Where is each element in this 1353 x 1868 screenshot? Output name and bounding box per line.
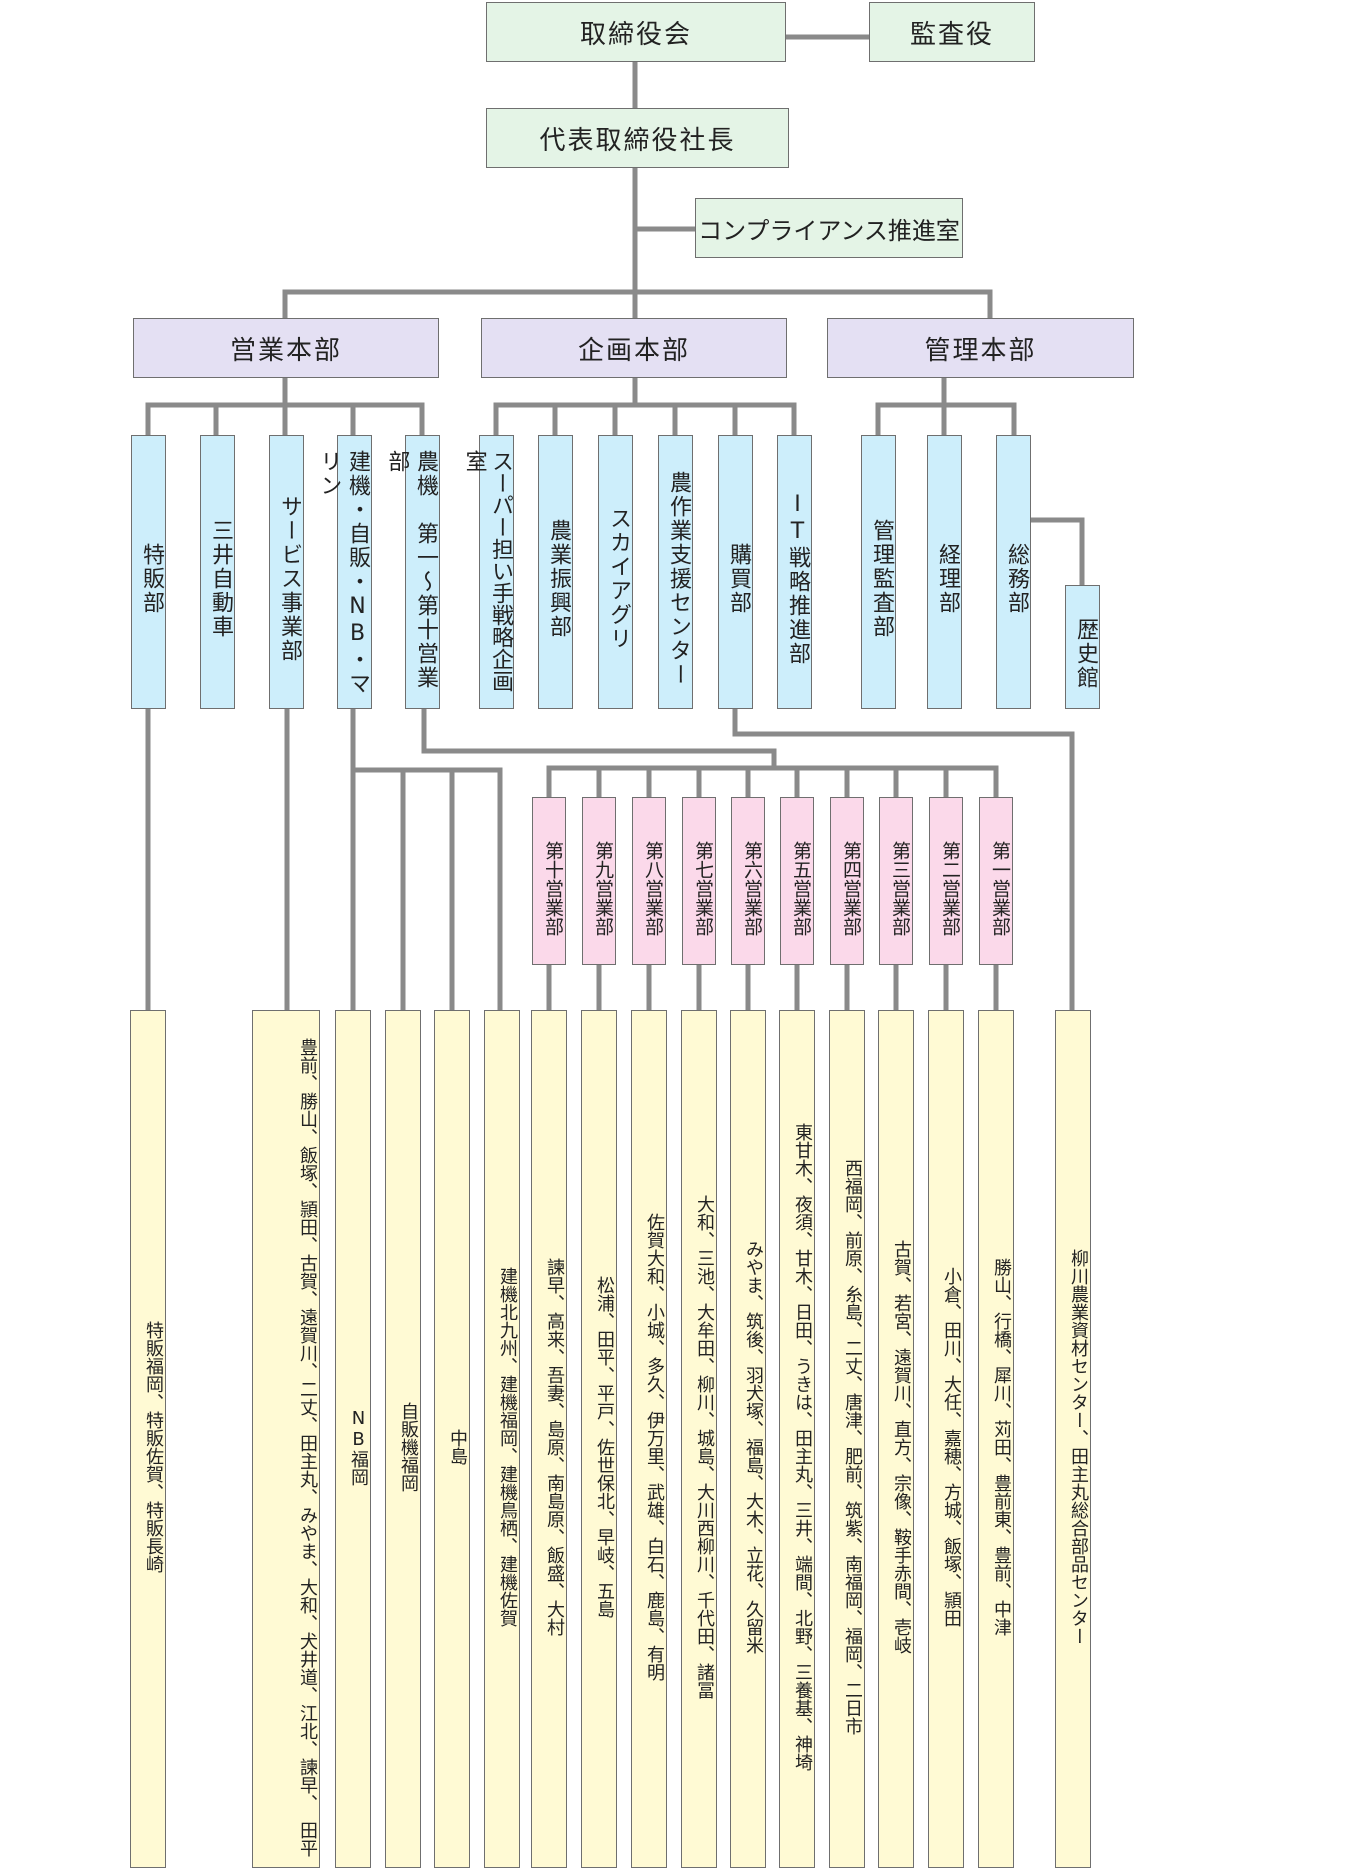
dept-service[interactable]: サービス事業部 xyxy=(269,435,304,709)
eigyo-dept-4[interactable]: 第四営業部 xyxy=(830,797,864,965)
line-division-bus xyxy=(282,289,993,318)
branch-eigyo-3[interactable]: 古賀、若宮、遠賀川、直方、宗像、鞍手赤間、壱岐 xyxy=(878,1010,914,1868)
eigyo-dept-10[interactable]: 第十営業部 xyxy=(532,797,566,965)
branch-tokuhan[interactable]: 特販福岡、特販佐賀、特販長崎 xyxy=(130,1010,166,1868)
branch-nb[interactable]: NB福岡 xyxy=(335,1010,371,1868)
dept-kenki[interactable]: 建機・自販・NB・マリン xyxy=(316,435,372,709)
dept-nogyo[interactable]: 農業振興部 xyxy=(538,435,573,709)
branch-eigyo-9[interactable]: 松浦、田平、平戸、佐世保北、早岐、五島 xyxy=(581,1010,617,1868)
eigyo-dept-3[interactable]: 第三営業部 xyxy=(879,797,913,965)
branch-service[interactable]: 豊前、勝山、飯塚、頴田、古賀、遠賀川、二丈、田主丸、みやま、大和、犬井道、江北、… xyxy=(252,1010,320,1868)
eigyo-branch-drops xyxy=(546,965,999,1010)
branch-eigyo-6[interactable]: みやま、筑後、羽犬塚、福島、大木、立花、久留米 xyxy=(730,1010,766,1868)
branch-yanagawa[interactable]: 柳川農業資材センター、田主丸総合部品センター xyxy=(1055,1010,1091,1868)
eigyo-dept-1[interactable]: 第一営業部 xyxy=(979,797,1013,965)
eigyo-dept-5[interactable]: 第五営業部 xyxy=(780,797,814,965)
line-noki xyxy=(421,708,777,768)
eigyo-dept-9[interactable]: 第九営業部 xyxy=(582,797,616,965)
eigyo-dept-8[interactable]: 第八営業部 xyxy=(632,797,666,965)
dept-mitsui[interactable]: 三井自動車 xyxy=(200,435,235,709)
line-planning-bus xyxy=(493,402,797,435)
auditor-box[interactable]: 監査役 xyxy=(869,2,1035,62)
compliance-box[interactable]: コンプライアンス推進室 xyxy=(695,198,963,258)
dept-keiri[interactable]: 経理部 xyxy=(927,435,962,709)
planning-division[interactable]: 企画本部 xyxy=(481,318,787,378)
eigyo-drops xyxy=(546,768,999,797)
eigyo-dept-2[interactable]: 第二営業部 xyxy=(929,797,963,965)
eigyo-dept-7[interactable]: 第七営業部 xyxy=(682,797,716,965)
dept-super[interactable]: スーパー担い手戦略企画室 xyxy=(462,435,514,709)
branch-eigyo-8[interactable]: 佐賀大和、小城、多久、伊万里、武雄、白石、鹿島、有明 xyxy=(631,1010,667,1868)
line-eigyo-bus xyxy=(546,765,999,797)
dept-kobai[interactable]: 購買部 xyxy=(718,435,753,709)
admin-division[interactable]: 管理本部 xyxy=(827,318,1134,378)
branch-jihan[interactable]: 自販機福岡 xyxy=(385,1010,421,1868)
dept-kansa[interactable]: 管理監査部 xyxy=(861,435,896,709)
dept-somu[interactable]: 総務部 xyxy=(996,435,1031,709)
dept-skyagri[interactable]: スカイアグリ xyxy=(598,435,633,709)
line-kobai xyxy=(732,708,1075,1010)
branch-eigyo-5[interactable]: 東甘木、夜須、甘木、日田、うきは、田主丸、三井、端間、北野、三養基、神埼 xyxy=(779,1010,815,1868)
sales-division[interactable]: 営業本部 xyxy=(133,318,439,378)
branch-kenki[interactable]: 建機北九州、建機福岡、建機鳥栖、建機佐賀 xyxy=(484,1010,520,1868)
branch-eigyo-4[interactable]: 西福岡、前原、糸島、二丈、唐津、肥前、筑紫、南福岡、福岡、二日市 xyxy=(829,1010,865,1868)
line-history xyxy=(1031,517,1085,585)
branch-nakashima[interactable]: 中島 xyxy=(434,1010,470,1868)
dept-noki[interactable]: 農機 第一〜第十営業部 xyxy=(384,435,440,709)
branch-eigyo-1[interactable]: 勝山、行橋、犀川、苅田、豊前東、豊前、中津 xyxy=(978,1010,1014,1868)
eigyo-dept-6[interactable]: 第六営業部 xyxy=(731,797,765,965)
branch-eigyo-10[interactable]: 諫早、高来、吾妻、島原、南島原、飯盛、大村 xyxy=(531,1010,567,1868)
dept-nosagyo[interactable]: 農作業支援センター xyxy=(658,435,693,709)
line-kenki-bus xyxy=(353,767,503,1010)
dept-it[interactable]: IT戦略推進部 xyxy=(777,435,812,709)
dept-tokuhan[interactable]: 特販部 xyxy=(131,435,166,709)
president-box[interactable]: 代表取締役社長 xyxy=(486,108,789,168)
branch-eigyo-2[interactable]: 小倉、田川、大任、嘉穂、方城、飯塚、頴田 xyxy=(928,1010,964,1868)
board-box[interactable]: 取締役会 xyxy=(486,2,786,62)
branch-eigyo-7[interactable]: 大和、三池、大牟田、柳川、城島、大川西柳川、千代田、諸冨 xyxy=(681,1010,717,1868)
dept-history[interactable]: 歴史館 xyxy=(1065,585,1100,709)
